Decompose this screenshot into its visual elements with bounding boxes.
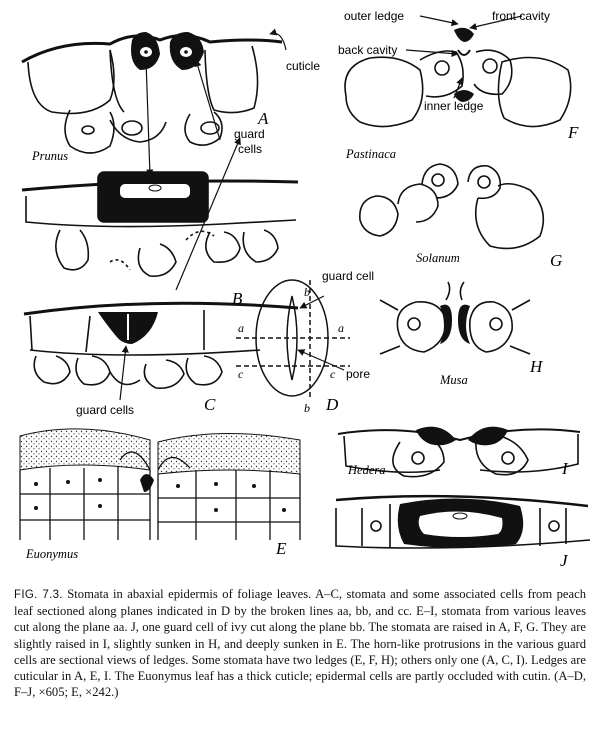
label-prunus: Prunus bbox=[31, 149, 68, 163]
panel-f-guard-cells bbox=[454, 27, 474, 102]
panel-g-drawing bbox=[359, 163, 545, 250]
panel-b-drawing bbox=[21, 171, 299, 278]
panel-letter-j: J bbox=[560, 551, 569, 570]
panel-c-guard-cells bbox=[98, 312, 158, 344]
panel-c-drawing bbox=[23, 301, 299, 390]
plane-mark-a-right: a bbox=[338, 321, 344, 335]
label-guard-cells-line1: guard bbox=[234, 127, 265, 141]
figure-number: FIG. 7.3. bbox=[14, 589, 63, 601]
label-guard-cells-bottom: guard cells bbox=[76, 403, 134, 417]
figure-labels: cuticle guard cells guard cells outer le… bbox=[25, 9, 579, 570]
panel-letter-b: B bbox=[232, 289, 243, 308]
label-pastinaca: Pastinaca bbox=[345, 147, 396, 161]
panel-letter-d: D bbox=[325, 395, 339, 414]
panel-letter-f: F bbox=[567, 123, 579, 142]
label-front-cavity: front cavity bbox=[492, 9, 550, 23]
label-guard-cell: guard cell bbox=[322, 269, 374, 283]
panel-letter-e: E bbox=[275, 539, 287, 558]
panel-letter-i: I bbox=[561, 459, 569, 478]
label-guard-cells-line2: cells bbox=[238, 142, 262, 156]
panel-a-drawing bbox=[21, 34, 283, 154]
panel-letter-h: H bbox=[529, 357, 544, 376]
leader-lines bbox=[119, 15, 523, 401]
label-solanum: Solanum bbox=[416, 251, 460, 265]
plane-mark-b-top: b bbox=[304, 285, 310, 299]
panel-j-guard-cell bbox=[397, 498, 524, 548]
plane-mark-b-bottom: b bbox=[304, 401, 310, 415]
panel-h-guard-cells bbox=[440, 304, 470, 344]
label-outer-ledge: outer ledge bbox=[344, 9, 404, 23]
panel-d-drawing bbox=[236, 279, 350, 398]
plane-mark-c-left: c bbox=[238, 367, 244, 381]
label-cuticle: cuticle bbox=[286, 59, 320, 73]
label-back-cavity: back cavity bbox=[338, 43, 397, 57]
panel-h-drawing bbox=[379, 281, 531, 355]
label-hedera: Hedera bbox=[347, 463, 386, 477]
label-euonymus: Euonymus bbox=[25, 547, 78, 561]
panel-letter-g: G bbox=[550, 251, 562, 270]
panel-letter-c: C bbox=[204, 395, 216, 414]
plane-mark-c-right: c bbox=[330, 367, 336, 381]
plane-mark-a-left: a bbox=[238, 321, 244, 335]
panel-a-guard-cells bbox=[131, 32, 204, 70]
panel-letter-a: A bbox=[257, 109, 269, 128]
figure-caption: FIG. 7.3. Stomata in abaxial epidermis o… bbox=[14, 586, 586, 700]
label-pore: pore bbox=[346, 367, 370, 381]
panel-i-drawing bbox=[337, 428, 581, 478]
panel-e-drawing bbox=[19, 428, 301, 540]
panel-i-guard-cells bbox=[416, 426, 508, 446]
label-musa: Musa bbox=[439, 373, 468, 387]
label-inner-ledge: inner ledge bbox=[424, 99, 484, 113]
caption-text: Stomata in abaxial epidermis of foliage … bbox=[14, 587, 586, 700]
